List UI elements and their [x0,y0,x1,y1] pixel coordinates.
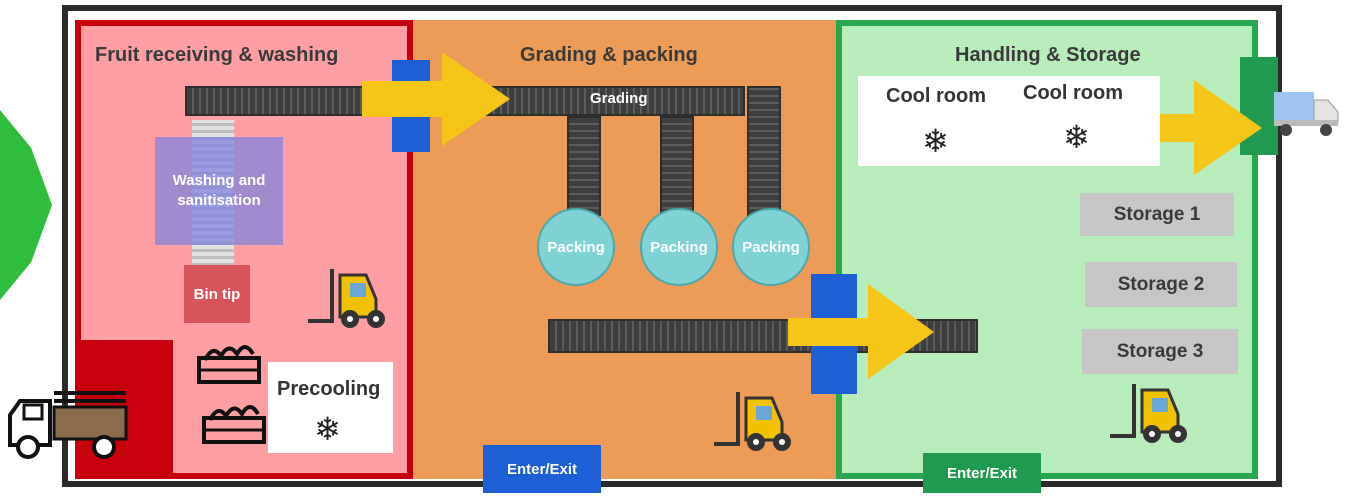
snowflake-icon: ❄ [1063,118,1090,156]
packing-station-3: Packing [732,208,810,286]
cool-room-2-label: Cool room [1023,82,1123,104]
zone-title-storage: Handling & Storage [955,44,1141,66]
packing-feed-1 [567,116,601,216]
zone-title-receiving: Fruit receiving & washing [95,44,339,66]
storage-2: Storage 2 [1085,262,1237,307]
packing-station-1: Packing [537,208,615,286]
storage-1: Storage 1 [1080,193,1234,236]
precooling-label: Precooling [277,378,381,400]
truck-icon [1274,92,1339,136]
packing-station-2: Packing [640,208,718,286]
arrow-icon [788,284,934,379]
fruit-crate-icon [197,345,261,384]
precooling-room [268,362,393,453]
entry-shape [0,110,52,300]
forklift-icon [714,392,791,451]
washing-station: Washing and sanitisation [155,137,283,245]
truck-icon [8,391,128,459]
fruit-crate-icon [202,405,266,444]
bin-tip: Bin tip [184,265,250,323]
cool-room-panel [858,76,1160,166]
arrow-icon [1114,80,1262,175]
packing-feed-2 [660,116,694,216]
arrow-icon [362,52,510,146]
snowflake-icon: ❄ [314,410,341,448]
cool-room-1-label: Cool room [886,85,986,107]
enter-exit-grading: Enter/Exit [483,445,601,493]
forklift-icon [308,269,385,328]
forklift-icon [1110,384,1187,443]
bin-tip-label: Bin tip [193,285,241,303]
washing-label: Washing and sanitisation [172,171,266,209]
grading-label: Grading [590,90,648,107]
storage-3: Storage 3 [1082,329,1238,374]
snowflake-icon: ❄ [922,122,949,160]
zone-title-grading: Grading & packing [520,44,698,66]
packing-feed-3 [747,86,781,216]
enter-exit-storage: Enter/Exit [923,453,1041,493]
